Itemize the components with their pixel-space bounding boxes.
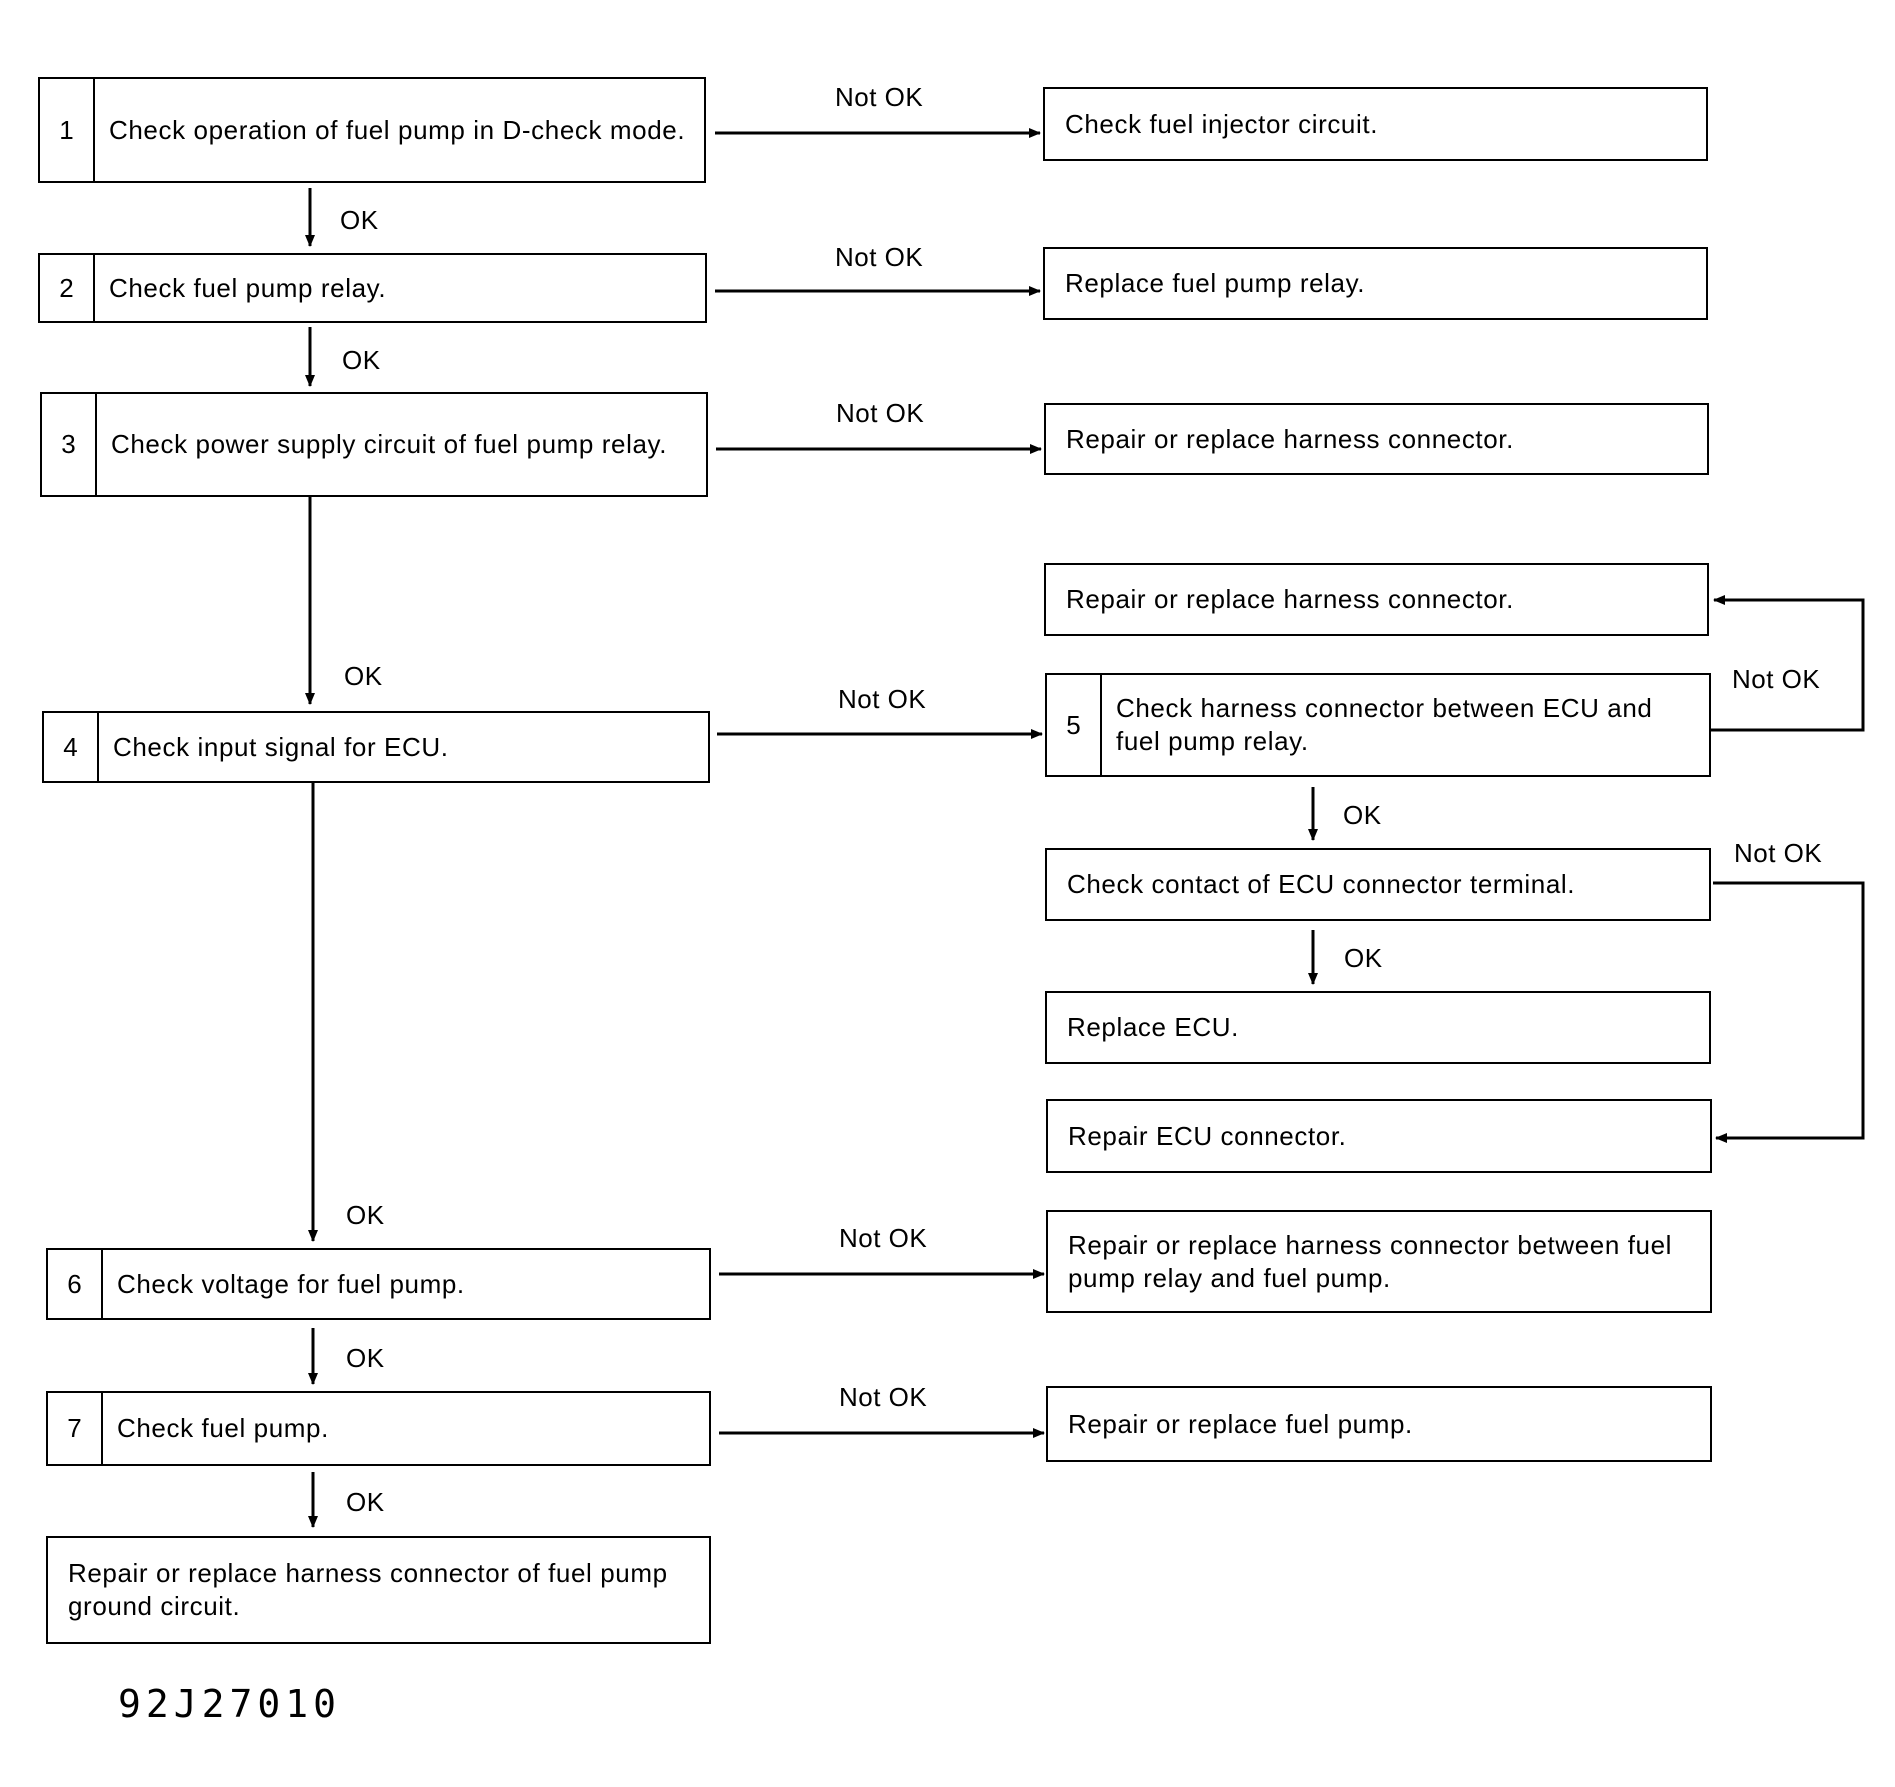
outcome-repair-harness-5-box: Repair or replace harness connector. (1044, 563, 1709, 636)
outcome-text: Repair or replace harness connector. (1066, 423, 1514, 454)
step-text: Check voltage for fuel pump. (117, 1268, 465, 1299)
step-number: 3 (42, 394, 97, 495)
outcome-replace-ecu-box: Replace ECU. (1045, 991, 1711, 1064)
step-5-box: 5 Check harness connector between ECU an… (1045, 673, 1711, 777)
ok-label-5-contact: OK (1343, 800, 1382, 830)
outcome-text: Repair or replace fuel pump. (1068, 1408, 1413, 1439)
step-text: Check harness connector between ECU and … (1116, 693, 1653, 756)
step-text: Check fuel pump. (117, 1413, 329, 1443)
step-6-box: 6 Check voltage for fuel pump. (46, 1248, 711, 1320)
notok-label-contact-loop: Not OK (1734, 838, 1823, 868)
notok-label-6: Not OK (839, 1223, 928, 1253)
ok-label-2-3: OK (342, 345, 381, 375)
notok-label-2: Not OK (835, 242, 924, 272)
notok-loop-5 (1711, 595, 1865, 732)
outcome-check-ecu-contact-box: Check contact of ECU connector terminal. (1045, 848, 1711, 921)
notok-label-4: Not OK (838, 684, 927, 714)
outcome-text: Repair ECU connector. (1068, 1120, 1347, 1151)
ok-label-7-ground: OK (346, 1487, 385, 1517)
step-4-box: 4 Check input signal for ECU. (42, 711, 710, 783)
step-2-box: 2 Check fuel pump relay. (38, 253, 707, 323)
ok-label-1-2: OK (340, 205, 379, 235)
notok-label-5-loop: Not OK (1732, 664, 1821, 694)
outcome-repair-fuel-pump-box: Repair or replace fuel pump. (1046, 1386, 1712, 1462)
step-text: Check power supply circuit of fuel pump … (111, 429, 668, 459)
step-text: Check operation of fuel pump in D-check … (109, 114, 686, 145)
outcome-text: Repair or replace harness connector. (1066, 584, 1514, 614)
outcome-repair-harness-6-box: Repair or replace harness connector betw… (1046, 1210, 1712, 1313)
outcome-repair-ecu-connector-box: Repair ECU connector. (1046, 1099, 1712, 1173)
ok-label-contact-replace: OK (1344, 943, 1383, 973)
outcome-text: Replace fuel pump relay. (1065, 268, 1366, 298)
ok-label-6-7: OK (346, 1343, 385, 1373)
ok-label-3-4: OK (344, 661, 383, 691)
outcome-text: Repair or replace harness connector betw… (1068, 1229, 1673, 1293)
figure-code: 92J27010 (118, 1682, 342, 1726)
step-1-box: 1 Check operation of fuel pump in D-chec… (38, 77, 706, 183)
outcome-repair-harness-3-box: Repair or replace harness connector. (1044, 403, 1709, 475)
notok-label-1: Not OK (835, 82, 924, 112)
notok-label-3: Not OK (836, 398, 925, 428)
outcome-replace-relay-box: Replace fuel pump relay. (1043, 247, 1708, 320)
outcome-fuel-injector-box: Check fuel injector circuit. (1043, 87, 1708, 161)
step-number: 2 (40, 255, 95, 321)
step-number: 7 (48, 1393, 103, 1464)
outcome-repair-ground-box: Repair or replace harness connector of f… (46, 1536, 711, 1644)
outcome-text: Repair or replace harness connector of f… (68, 1558, 668, 1621)
step-number: 6 (48, 1250, 103, 1318)
step-text: Check input signal for ECU. (113, 731, 449, 762)
step-7-box: 7 Check fuel pump. (46, 1391, 711, 1466)
step-3-box: 3 Check power supply circuit of fuel pum… (40, 392, 708, 497)
notok-loop-contact (1713, 881, 1865, 1143)
notok-label-7: Not OK (839, 1382, 928, 1412)
step-number: 1 (40, 79, 95, 181)
step-number: 4 (44, 713, 99, 781)
outcome-text: Replace ECU. (1067, 1012, 1239, 1042)
ok-label-4-6: OK (346, 1200, 385, 1230)
step-text: Check fuel pump relay. (109, 272, 387, 303)
outcome-text: Check fuel injector circuit. (1065, 108, 1379, 139)
outcome-text: Check contact of ECU connector terminal. (1067, 869, 1576, 899)
step-number: 5 (1047, 675, 1102, 775)
